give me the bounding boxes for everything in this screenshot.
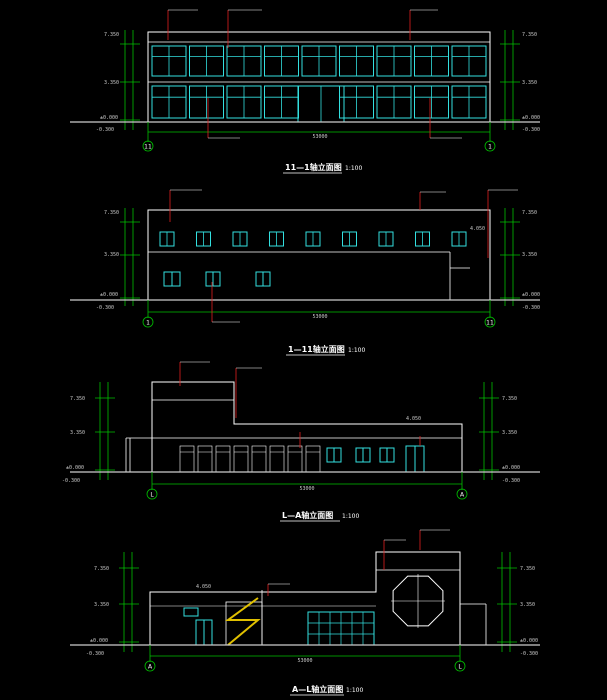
elevation-ground-right-3: ±0.000 bbox=[502, 465, 520, 471]
elevation-below-right-3: -0.300 bbox=[502, 478, 520, 484]
elevation-below-right-1: -0.300 bbox=[522, 127, 540, 133]
drawing-title-3: L—A轴立面图 bbox=[282, 510, 333, 520]
elevation-tag-3: 4.050 bbox=[406, 416, 421, 422]
elevation-mid-right-1: 3.350 bbox=[522, 80, 537, 86]
axis-bubble-right-2 bbox=[484, 316, 496, 328]
elevation-ground-left-3: ±0.000 bbox=[66, 465, 84, 471]
elevation-mid-left-1: 3.350 bbox=[104, 80, 119, 86]
elevation-below-left-1: -0.300 bbox=[96, 127, 114, 133]
elevation-below-right-4: -0.300 bbox=[520, 651, 538, 657]
elevation-view-3: L A 53000 7.350 3.350 ±0.000 -0.300 7.35… bbox=[62, 361, 540, 522]
curtain-windows-1 bbox=[151, 45, 487, 119]
elevation-mid-right-4: 3.350 bbox=[520, 602, 535, 608]
drawing-scale-4: 1:100 bbox=[346, 687, 363, 694]
upper-windows-2 bbox=[159, 231, 467, 247]
axis-label-right-1: 1 bbox=[488, 144, 492, 151]
elevation-view-1: 11 1 53000 7.350 3.350 ±0.000 -0.300 7.3… bbox=[70, 9, 540, 174]
drawing-title-2: 1—11轴立面图 bbox=[288, 344, 345, 354]
elevation-below-left-2: -0.300 bbox=[96, 305, 114, 311]
leader-lines-1 bbox=[167, 10, 431, 138]
overall-dimension-2: 53000 bbox=[312, 314, 327, 320]
grid-window-4 bbox=[307, 611, 375, 646]
axis-label-left-4: A bbox=[148, 664, 153, 671]
elevation-ground-left-4: ±0.000 bbox=[90, 638, 108, 644]
elevation-tag-4: 4.050 bbox=[196, 584, 211, 590]
leader-lines-3 bbox=[179, 362, 421, 448]
elevation-top-left-3: 7.350 bbox=[70, 396, 85, 402]
elevation-ground-right-2: ±0.000 bbox=[522, 292, 540, 298]
drawing-scale-2: 1:100 bbox=[348, 347, 365, 354]
building-outline-4 bbox=[149, 551, 461, 645]
leader-lines-2 bbox=[169, 190, 489, 322]
elevation-top-left-1: 7.350 bbox=[104, 32, 119, 38]
leader-tags-3 bbox=[180, 361, 262, 369]
elevation-top-right-4: 7.350 bbox=[520, 566, 535, 572]
elevation-tag-2: 4.050 bbox=[470, 226, 485, 232]
axis-label-right-3: A bbox=[460, 492, 465, 499]
dimension-chain-right-1 bbox=[500, 30, 520, 130]
overall-dimension-4: 53000 bbox=[297, 658, 312, 664]
elevation-mid-right-3: 3.350 bbox=[502, 430, 517, 436]
elevation-ground-right-4: ±0.000 bbox=[520, 638, 538, 644]
drawing-title-4: A—L轴立面图 bbox=[292, 684, 343, 694]
elevation-top-left-2: 7.350 bbox=[104, 210, 119, 216]
dimension-chain-left-2 bbox=[120, 208, 140, 306]
building-outline-3 bbox=[151, 381, 463, 472]
overall-dimension-3: 53000 bbox=[299, 486, 314, 492]
elevation-top-left-4: 7.350 bbox=[94, 566, 109, 572]
drawing-title-1: 11—1轴立面图 bbox=[285, 162, 342, 172]
octagonal-feature-window bbox=[392, 575, 444, 627]
overall-dimension-1: 53000 bbox=[312, 134, 327, 140]
drawing-scale-1: 1:100 bbox=[345, 165, 362, 172]
leader-lines-4 bbox=[267, 530, 421, 596]
axis-label-left-2: 1 bbox=[146, 320, 150, 327]
dimension-chain-left-3 bbox=[95, 382, 115, 480]
axis-bubble-left-2 bbox=[142, 316, 154, 328]
axis-label-right-4: L bbox=[458, 664, 462, 671]
dimension-chain-left-4 bbox=[119, 552, 139, 652]
elevation-mid-left-4: 3.350 bbox=[94, 602, 109, 608]
axis-bubble-left-4 bbox=[144, 660, 156, 672]
axis-bubble-left-3 bbox=[146, 488, 158, 500]
elevation-mid-left-3: 3.350 bbox=[70, 430, 85, 436]
dimension-chain-right-3 bbox=[479, 382, 499, 480]
axis-label-left-1: 11 bbox=[144, 144, 152, 151]
elevation-view-4: A L 53000 7.350 3.350 ±0.000 -0.300 7.35… bbox=[70, 529, 540, 696]
axis-bubble-right-3 bbox=[456, 488, 468, 500]
axis-label-left-3: L bbox=[150, 492, 154, 499]
elevation-view-2: 1 11 53000 7.350 3.350 ±0.000 -0.300 7.3… bbox=[70, 189, 540, 356]
elevation-top-right-1: 7.350 bbox=[522, 32, 537, 38]
leader-tags-1 bbox=[168, 9, 462, 139]
leader-tags-4 bbox=[268, 529, 450, 585]
elevation-ground-right-1: ±0.000 bbox=[522, 115, 540, 121]
elevation-top-right-2: 7.350 bbox=[522, 210, 537, 216]
elevation-top-right-3: 7.350 bbox=[502, 396, 517, 402]
dimension-chain-right-2 bbox=[500, 208, 520, 306]
dimension-chain-right-4 bbox=[497, 552, 517, 652]
elevation-below-left-4: -0.300 bbox=[86, 651, 104, 657]
elevation-below-left-3: -0.300 bbox=[62, 478, 80, 484]
elevation-below-right-2: -0.300 bbox=[522, 305, 540, 311]
drawing-scale-3: 1:100 bbox=[342, 513, 359, 520]
elevation-ground-left-2: ±0.000 bbox=[100, 292, 118, 298]
lower-windows-2 bbox=[163, 271, 271, 287]
dimension-chain-left-1 bbox=[120, 30, 140, 130]
elevation-mid-left-2: 3.350 bbox=[104, 252, 119, 258]
axis-label-right-2: 11 bbox=[486, 320, 494, 327]
elevation-ground-left-1: ±0.000 bbox=[100, 115, 118, 121]
axis-bubble-left-1 bbox=[142, 140, 154, 152]
axis-bubble-right-4 bbox=[454, 660, 466, 672]
axis-bubble-right-1 bbox=[484, 140, 496, 152]
windows-3 bbox=[326, 445, 425, 473]
elevation-mid-right-2: 3.350 bbox=[522, 252, 537, 258]
leader-tags-2 bbox=[170, 189, 518, 323]
